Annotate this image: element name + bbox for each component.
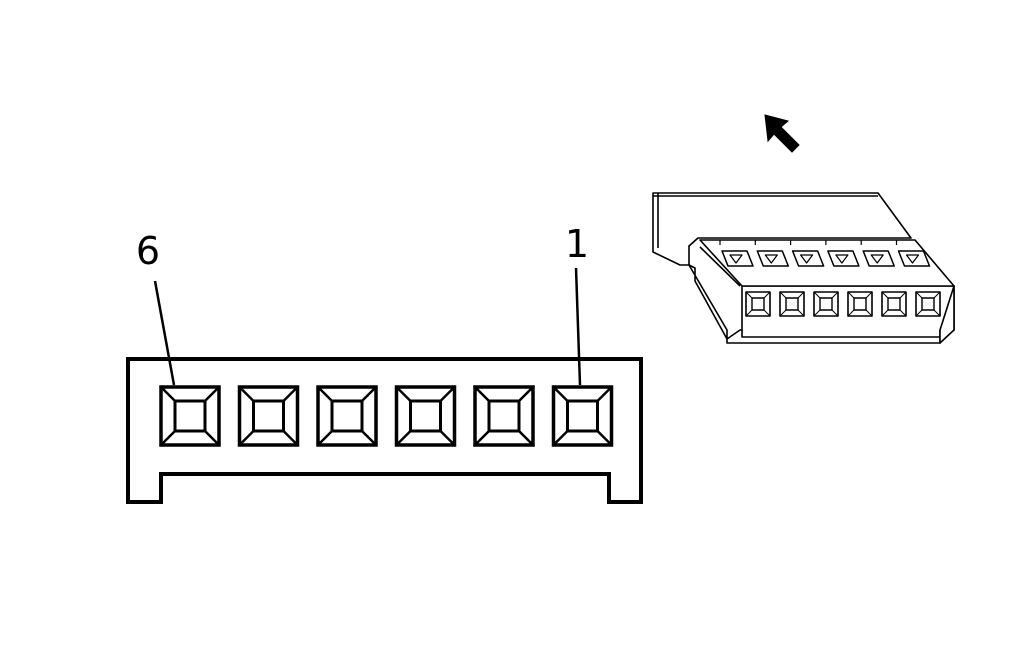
pin-leader-line-right (574, 267, 582, 386)
pin-leader-line-left (153, 280, 176, 386)
pin-cavity (473, 385, 535, 447)
pin-cavity (316, 385, 378, 447)
pin-cavity (159, 385, 221, 447)
connector-3d-pin (789, 240, 839, 317)
connector-3d-pin (895, 240, 941, 317)
connector-face-view (126, 357, 643, 504)
pin-labels: 6 1 (136, 222, 589, 386)
connector-3d-pin (825, 240, 873, 317)
arrow-icon (764, 114, 800, 153)
connector-3d-pins (719, 240, 941, 317)
connector-3d-pin (860, 240, 907, 317)
connector-3d-pin (754, 240, 805, 317)
pin-cavity (394, 385, 457, 447)
pin-label-left: 6 (136, 229, 160, 273)
connector-3d-icon (652, 192, 955, 344)
connector-3d-pin (719, 240, 771, 317)
connector-housing-outline (126, 357, 643, 504)
connector-top-body (652, 192, 912, 266)
connector-side-face (939, 285, 955, 344)
pin-cavity (237, 385, 300, 447)
pin-cavity (551, 385, 614, 447)
pin-cavity-row (159, 385, 614, 447)
pin-label-right: 1 (565, 222, 589, 266)
